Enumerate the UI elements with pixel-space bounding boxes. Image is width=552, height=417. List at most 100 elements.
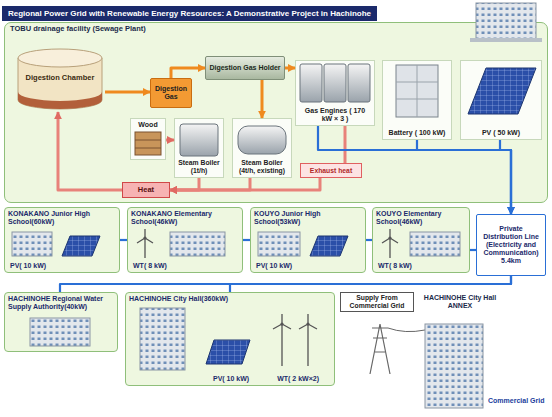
wind-turbine xyxy=(299,314,317,366)
title-band: Regional Power Grid with Renewable Energ… xyxy=(2,2,422,21)
city-hall-box: HACHINOHE City Hall(360kW) PV( 10 kW) WT( … xyxy=(125,292,335,386)
capacity-note: PV( 10 kW) xyxy=(256,262,292,270)
generator-box: Gas Engines ( 170 kW × 3 ) xyxy=(295,60,375,126)
boiler-symbol xyxy=(180,124,218,156)
tank-body xyxy=(18,58,102,109)
engine-symbol xyxy=(348,64,370,102)
flow-connector xyxy=(166,139,174,142)
flow-connector xyxy=(470,249,476,251)
node-label: HACHINOHE City Hall(360kW) xyxy=(129,295,331,303)
school-building xyxy=(410,232,460,256)
school-box: KONAKANO Junior High School(60kW) PV( 10 … xyxy=(4,207,120,273)
flow-connector xyxy=(261,80,264,118)
node-label: KOUYO Elementary School(46kW) xyxy=(376,210,466,226)
digester-tank: Digestion Chamber xyxy=(15,45,105,112)
node-label: Digestion Gas xyxy=(154,85,188,101)
flow-connector xyxy=(171,68,205,78)
node-label: Battery ( 100 kW) xyxy=(386,129,448,137)
node-label: Private Distribution Line (Electricity a… xyxy=(480,225,542,265)
note-row: PV( 10 kW) WT( 2 kW×2) xyxy=(129,375,331,383)
flow-connector xyxy=(170,178,250,190)
wood-crate xyxy=(135,132,161,155)
boiler-symbol xyxy=(238,126,286,154)
boiler-box: Steam Boiler (1t/h) xyxy=(174,118,224,178)
pv-panel xyxy=(468,68,536,114)
flow-connector xyxy=(170,178,199,190)
grid-label: Commercial Grid xyxy=(488,397,544,405)
node-label: HACHINOHE Regional Water Supply Authorit… xyxy=(8,295,114,311)
capacity-note: WT( 8 kW) xyxy=(378,262,412,270)
boiler-box: Steam Boiler (4t/h, existing) xyxy=(232,118,292,178)
pv-box: PV ( 50 kW) xyxy=(460,60,542,140)
school-box: KONAKANO Elementary School(46kW) WT( 8 kW… xyxy=(127,207,243,273)
distribution-line-box: Private Distribution Line (Electricity a… xyxy=(476,214,546,276)
supply-box: Supply From Commercial Grid xyxy=(340,292,414,312)
annex-building xyxy=(425,324,483,408)
wind-turbine xyxy=(137,229,153,258)
tank-band xyxy=(18,92,102,109)
battery-box: Battery ( 100 kW) xyxy=(382,60,452,140)
label-holder: Commercial Grid xyxy=(488,397,544,405)
wind-turbine xyxy=(382,229,398,258)
turbine-hub xyxy=(143,236,146,239)
flow-connector xyxy=(344,126,347,163)
school-box: KOUYO Elementary School(46kW) WT( 8 kW) xyxy=(372,207,470,273)
plant-boundary: Digestion ChamberDigestion Gas Digestion … xyxy=(4,22,548,203)
wood-slats xyxy=(135,140,161,148)
turbine-hub xyxy=(280,322,283,325)
flow-connector xyxy=(105,91,150,94)
node-label: Exhaust heat xyxy=(303,167,359,175)
turbine-hub xyxy=(306,322,309,325)
note-row: PV( 10 kW) xyxy=(254,262,362,270)
school-box: KOUYO Junior High School(53kW)PV( 10 kW) xyxy=(250,207,366,273)
cabinet-lines xyxy=(396,65,438,117)
flow-connector xyxy=(58,112,122,190)
battery-cabinet xyxy=(396,65,438,117)
capacity-note: PV( 10 kW) xyxy=(10,262,46,270)
flow-connector xyxy=(417,140,511,214)
note-row: PV( 10 kW) xyxy=(8,262,116,270)
capacity-note: WT( 2 kW×2) xyxy=(277,375,319,383)
capacity-note: PV( 10 kW) xyxy=(213,375,249,383)
building-base xyxy=(470,38,542,42)
grid-wire xyxy=(388,328,425,332)
node-label: Digestion Gas Holder xyxy=(209,64,281,72)
node-label: Steam Boiler (1t/h) xyxy=(178,159,220,175)
pylon-symbol xyxy=(370,324,390,374)
school-building xyxy=(170,232,225,256)
school-building xyxy=(12,232,52,256)
heat-label-box: Exhaust heat xyxy=(300,163,362,178)
flow-connector xyxy=(285,67,295,70)
gas-box: Digestion Gas xyxy=(150,78,192,108)
flow-connector xyxy=(170,178,320,190)
wind-turbine xyxy=(273,314,291,366)
flow-connector xyxy=(500,140,511,214)
diagram-title: Regional Power Grid with Renewable Energ… xyxy=(2,6,377,21)
pv-panel xyxy=(206,340,250,364)
engine-symbol xyxy=(300,64,322,102)
node-label: Digestion Chamber xyxy=(18,74,102,83)
node-label: KONAKANO Elementary School(46kW) xyxy=(131,210,239,226)
tank-top xyxy=(18,49,102,67)
node-label: Wood xyxy=(134,121,162,129)
flow-connector xyxy=(230,276,511,292)
turbine-hub xyxy=(388,236,391,239)
node-label: Gas Engines ( 170 kW × 3 ) xyxy=(299,107,371,123)
office-building xyxy=(476,3,536,41)
facility-box: HACHINOHE Regional Water Supply Authorit… xyxy=(4,292,118,352)
gas-holder: Digestion Gas Holder xyxy=(205,56,285,80)
flow-connector xyxy=(120,239,127,241)
note-row: WT( 8 kW) xyxy=(376,262,466,270)
note-row: WT( 8 kW) xyxy=(131,262,239,270)
node-label: PV ( 50 kW) xyxy=(464,129,538,137)
node-label: Supply From Commercial Grid xyxy=(343,294,411,310)
office-building xyxy=(30,318,90,346)
node-label: KONAKANO Junior High School(60kW) xyxy=(8,210,116,226)
engine-symbol xyxy=(324,64,346,102)
node-label: Heat xyxy=(125,186,167,195)
node-label: Steam Boiler (4t/h, existing) xyxy=(236,159,288,175)
